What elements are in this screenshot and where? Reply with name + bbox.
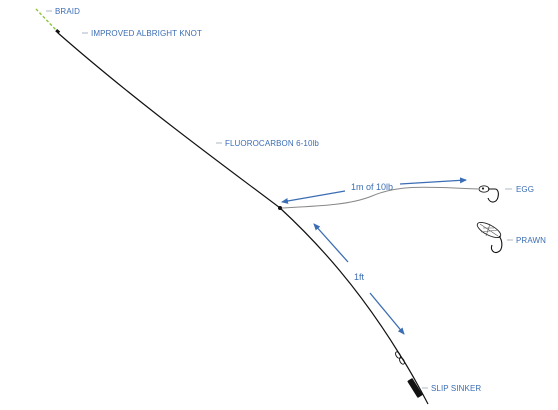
label-braid: BRAID <box>55 7 80 16</box>
braid-line <box>35 8 58 32</box>
dropper-junction <box>278 206 282 210</box>
spacing-arrow-up <box>313 223 349 263</box>
label-egg: EGG <box>516 185 534 194</box>
label-dropper-length: 1m of 10lb <box>351 182 393 192</box>
label-knot: IMPROVED ALBRIGHT KNOT <box>91 29 202 38</box>
label-spacing: 1ft <box>354 272 365 282</box>
dropper-line <box>281 186 479 209</box>
label-sinker: SLIP SINKER <box>431 384 481 393</box>
albright-knot <box>55 28 61 34</box>
dropper-arrow-right <box>399 177 467 185</box>
dropper-arrow-left <box>281 190 346 204</box>
egg-hook-icon <box>478 185 499 203</box>
label-prawn: PRAWN <box>516 236 546 245</box>
prawn-hook-icon <box>476 222 503 254</box>
fluorocarbon-line <box>57 32 429 405</box>
slip-sinker-icon <box>407 378 423 398</box>
label-fluorocarbon: FLUOROCARBON 6-10lb <box>225 139 319 148</box>
spacing-arrow-down <box>369 292 405 335</box>
swivel-icon <box>395 351 405 365</box>
